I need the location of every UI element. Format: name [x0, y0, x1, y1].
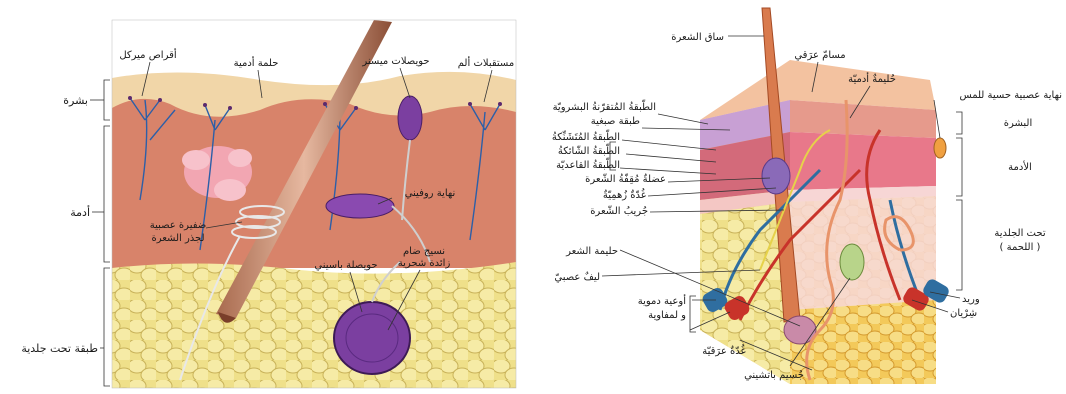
label-root-plexus-2: لجذر الشعرة: [151, 233, 204, 244]
pacinian-corpuscle-right: [840, 244, 864, 280]
label-root-plexus-1: ضفيرة عصبية: [150, 220, 207, 231]
label-nerve-fiber: ليفٌ عصبيّ: [554, 271, 600, 283]
label-sweat-gland: غُدّةٌ عرَقيّة: [702, 344, 746, 357]
label-sweat-pore: مسامّ عرَقي: [794, 50, 845, 61]
ruffini-ending: [326, 194, 394, 218]
pacinian-corpuscle-left: [334, 302, 410, 374]
left-hypodermis: [112, 262, 516, 388]
label-pain-receptors: مستقبلات ألم: [458, 56, 514, 69]
label-pigment-layer: طبقة صبغية: [591, 116, 640, 127]
label-vessels-1: أوعية دموية: [638, 294, 686, 307]
label-artery: شِرْيان: [950, 308, 977, 319]
right-skin-illustration: [700, 8, 951, 384]
right-layer-hypodermis-1: تحت الجلدية: [994, 228, 1045, 239]
label-sebaceous-gland: غُدّةٌ زُهمِيّةٌ: [603, 188, 646, 201]
label-vein: وريد: [962, 294, 980, 305]
left-layer-dermis: أدمة: [70, 205, 90, 219]
label-merkel-discs: أقراص ميركل: [119, 48, 177, 61]
left-layer-epidermis: بشرة: [63, 94, 88, 107]
right-layer-hypodermis-2: ( اللحمة ): [1000, 242, 1041, 253]
left-skin-illustration: [112, 20, 516, 388]
label-connective-1: نسيج ضام: [403, 246, 445, 257]
right-layer-epidermis: البشرة: [1004, 118, 1033, 129]
right-dermis-upper: [790, 132, 936, 190]
label-vessels-2: و لمفاوية: [648, 310, 686, 321]
label-hair-shaft: ساق الشعرة: [671, 32, 724, 43]
label-sensory-ending: نهاية عصبية حسية للمس: [959, 90, 1062, 101]
label-arrector-pili: عضلةٌ مُقِفّةُ الشّعرة: [585, 173, 666, 185]
label-dermal-papilla-left: حلمة أدمية: [234, 56, 279, 69]
meissner-corpuscle: [398, 96, 422, 140]
label-pacinian-left: حويصلة باسيني: [314, 260, 377, 271]
label-hair-follicle: جُريبُ الشّعرة: [590, 205, 648, 217]
label-dermal-papilla-right: حُليمةٌ أدميّة: [848, 72, 896, 85]
left-layer-hypodermis: طبقة تحت جلدية: [21, 342, 98, 355]
label-pacinian-right: جُسيم باتشيني: [744, 370, 804, 381]
left-brackets: [90, 80, 110, 386]
label-meissner: حويصلات ميسنر: [361, 56, 429, 67]
label-connective-2: زائدة شحرية: [398, 258, 451, 269]
label-hair-papilla: حليمة الشعر: [565, 246, 618, 257]
label-stratum-corneum: الطّبقةُ المُتقرّنةُ البشرويّة: [553, 99, 656, 113]
label-stratum-granulosum: الطّبقةُ الشّائكةُ: [558, 143, 620, 157]
label-stratum-spinosum: الطّبقةُ المُتَشَنِّكةُ: [552, 129, 620, 143]
label-stratum-basale: الطّبقةُ القاعديّة: [556, 157, 620, 171]
label-ruffini: نهاية روفيني: [405, 188, 456, 199]
right-layer-dermis: الأدمة: [1008, 160, 1032, 173]
